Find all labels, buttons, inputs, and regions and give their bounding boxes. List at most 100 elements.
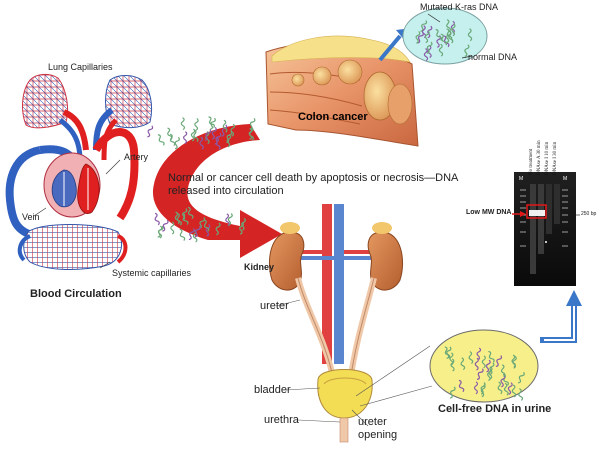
- gel-lane-m1: M: [519, 176, 524, 182]
- dna-fragment: [485, 359, 491, 373]
- dna-fragment: [473, 381, 479, 395]
- gel-lane-dnase-i-30: DNAse I 30 min: [553, 141, 558, 175]
- dna-fragment: [464, 44, 470, 57]
- dna-fragment: [167, 127, 173, 140]
- dna-fragment: [500, 374, 506, 388]
- label-systemic-capillaries: Systemic capillaries: [112, 268, 192, 278]
- dna-fragment: [417, 32, 424, 44]
- dna-fragment: [208, 116, 215, 129]
- dna-fragment: [427, 45, 432, 59]
- dna-fragment: [162, 219, 169, 232]
- dna-fragment: [446, 346, 452, 359]
- dna-fragment: [480, 384, 486, 398]
- dna-fragment: [444, 346, 451, 359]
- right-lung: [105, 75, 153, 129]
- dna-fragment: [511, 354, 516, 368]
- label-ureter-opening-1: ureter: [358, 416, 387, 428]
- dna-fragment: [460, 357, 466, 371]
- red-arrow-head: [240, 210, 282, 258]
- label-release-line2: released into circulation: [168, 185, 284, 197]
- dna-fragment: [249, 117, 256, 131]
- dna-fragment: [480, 382, 486, 395]
- dna-fragment: [194, 225, 201, 238]
- dna-fragment: [440, 33, 448, 46]
- dna-fragment: [474, 357, 479, 371]
- cfdna-ellipse: [429, 329, 539, 403]
- label-ureter: ureter: [260, 300, 289, 312]
- label-250bp: 250 bp: [581, 211, 597, 217]
- dna-fragment: [226, 134, 232, 148]
- red-arrow-body: [152, 124, 260, 240]
- bladder: [317, 369, 373, 419]
- dna-fragment: [225, 213, 230, 227]
- label-urethra: urethra: [264, 414, 299, 426]
- dna-fragment: [449, 386, 456, 399]
- dna-fragments: [147, 19, 525, 401]
- label-bladder: bladder: [254, 384, 291, 396]
- gel-image: [514, 172, 576, 286]
- dna-fragment: [467, 28, 473, 42]
- dna-fragment: [222, 119, 228, 133]
- label-low-mw-dna: Low MW DNA: [466, 209, 512, 216]
- dna-fragment: [435, 28, 443, 41]
- dna-fragment: [203, 219, 210, 232]
- blood-circulation-illustration: [5, 73, 153, 270]
- dna-fragment: [500, 364, 506, 378]
- urinary-system-illustration: [269, 204, 433, 443]
- gel-lane-dnase-a: DNAse A 30 min: [537, 140, 542, 175]
- dna-fragment: [187, 206, 194, 219]
- dna-fragment: [179, 228, 186, 241]
- gel-lane-no-treatment: No treatment: [529, 148, 534, 175]
- dna-fragment: [468, 351, 474, 364]
- dna-fragment: [157, 225, 164, 238]
- dna-fragment: [230, 123, 236, 137]
- dna-fragment: [476, 347, 482, 361]
- systemic-capillary-bed: [23, 224, 122, 270]
- dna-fragment: [446, 19, 451, 32]
- dna-fragment: [176, 212, 182, 226]
- label-mutated-kras: Mutated K-ras DNA: [420, 2, 499, 12]
- dna-fragment: [476, 368, 484, 380]
- dna-fragment: [221, 124, 228, 137]
- label-vein: Vein: [22, 212, 40, 222]
- dna-fragment: [424, 30, 430, 44]
- dna-fragment: [194, 117, 199, 131]
- label-blood-circulation: Blood Circulation: [30, 288, 122, 300]
- colon-cancer-illustration: [265, 35, 419, 147]
- dna-fragment: [488, 350, 495, 363]
- dna-fragment: [481, 355, 486, 369]
- dna-fragment: [458, 379, 465, 393]
- dna-fragment: [450, 358, 455, 372]
- dna-fragment: [158, 225, 163, 239]
- gel-lane-m2: M: [563, 176, 568, 182]
- dna-fragment: [507, 382, 513, 395]
- label-cfdna-urine: Cell-free DNA in urine: [438, 403, 552, 415]
- gel-lane-dnase-i-10: DNAse I 10 min: [545, 141, 550, 175]
- dna-fragment: [188, 228, 195, 241]
- dna-fragment: [427, 25, 433, 39]
- dna-fragment: [518, 371, 525, 384]
- dna-fragment: [451, 23, 456, 37]
- dna-fragment: [211, 126, 217, 140]
- label-release-line1: Normal or cancer cell death by apoptosis…: [168, 172, 459, 184]
- label-artery: Artery: [124, 152, 149, 162]
- dna-fragment: [489, 362, 495, 375]
- dna-fragment: [157, 134, 165, 146]
- dna-fragment: [190, 128, 196, 142]
- blue-arrow-up: [378, 34, 402, 62]
- dna-fragment: [426, 41, 433, 54]
- dna-fragment: [154, 212, 160, 226]
- dna-fragment: [174, 136, 180, 150]
- label-normal-dna: normal DNA: [468, 52, 518, 62]
- blue-l-arrow: [540, 304, 577, 343]
- dna-fragment: [503, 382, 509, 396]
- dna-fragment: [180, 117, 186, 131]
- dna-fragment: [446, 30, 452, 44]
- dna-fragment: [214, 132, 222, 145]
- dna-fragment: [415, 30, 421, 44]
- dna-fragment: [147, 125, 154, 138]
- dna-fragment: [450, 20, 455, 34]
- dna-fragment: [204, 129, 212, 141]
